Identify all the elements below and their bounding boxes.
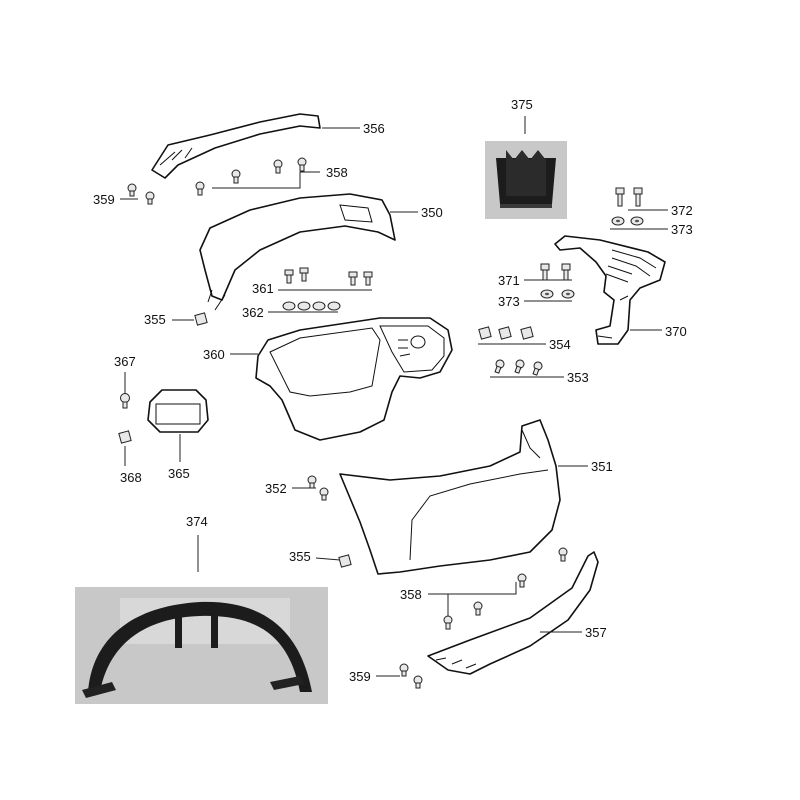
nuts-354 bbox=[478, 326, 534, 340]
bolts-359-lower bbox=[399, 663, 423, 689]
callout-354: 354 bbox=[549, 337, 571, 352]
callout-355-lower: 355 bbox=[289, 549, 311, 564]
callout-365: 365 bbox=[168, 466, 190, 481]
callout-362: 362 bbox=[242, 305, 264, 320]
callout-368: 368 bbox=[120, 470, 142, 485]
bolts-371 bbox=[540, 263, 571, 281]
nut-355-upper bbox=[194, 312, 208, 326]
washers-362 bbox=[282, 301, 341, 311]
callout-353: 353 bbox=[567, 370, 589, 385]
callout-371: 371 bbox=[498, 273, 520, 288]
bolt-367 bbox=[120, 393, 130, 409]
callout-361: 361 bbox=[252, 281, 274, 296]
callout-358-lower: 358 bbox=[400, 587, 422, 602]
callout-356: 356 bbox=[363, 121, 385, 136]
callout-370: 370 bbox=[665, 324, 687, 339]
part-356-upper-trim bbox=[151, 113, 321, 179]
callout-372: 372 bbox=[671, 203, 693, 218]
bolts-353 bbox=[494, 359, 543, 376]
bolts-361 bbox=[284, 267, 373, 286]
callout-359-lower: 359 bbox=[349, 669, 371, 684]
callout-358-upper: 358 bbox=[326, 165, 348, 180]
callout-360: 360 bbox=[203, 347, 225, 362]
nut-355-lower bbox=[338, 554, 352, 568]
bolts-359-upper bbox=[127, 183, 155, 205]
part-365-cover bbox=[147, 389, 209, 433]
callout-374: 374 bbox=[186, 514, 208, 529]
callout-355-upper: 355 bbox=[144, 312, 166, 327]
part-370-rear-carrier bbox=[554, 235, 666, 345]
part-351-front-shield bbox=[339, 419, 561, 575]
callout-357: 357 bbox=[585, 625, 607, 640]
callout-373-lower: 373 bbox=[498, 294, 520, 309]
callout-375: 375 bbox=[511, 97, 533, 112]
bolts-358-lower bbox=[443, 547, 568, 630]
washers-373-upper bbox=[611, 216, 644, 226]
bolts-372 bbox=[615, 187, 643, 207]
part-357-lower-trim bbox=[427, 551, 599, 675]
callout-359-upper: 359 bbox=[93, 192, 115, 207]
washers-373-lower bbox=[540, 289, 575, 299]
leader-lines bbox=[120, 116, 668, 677]
callout-367: 367 bbox=[114, 354, 136, 369]
part-350-inner-shield bbox=[199, 193, 396, 311]
callout-350: 350 bbox=[421, 205, 443, 220]
callout-351: 351 bbox=[591, 459, 613, 474]
bolts-352 bbox=[307, 475, 329, 501]
part-360-storage-bin bbox=[255, 317, 453, 441]
part-375-photo bbox=[485, 141, 567, 219]
callout-373-upper: 373 bbox=[671, 222, 693, 237]
bolts-358-upper bbox=[195, 157, 307, 196]
nut-368 bbox=[118, 430, 132, 444]
part-374-photo bbox=[75, 587, 328, 704]
callout-352: 352 bbox=[265, 481, 287, 496]
callout-labels: 356 358 359 350 375 372 373 371 373 370 … bbox=[93, 97, 693, 684]
